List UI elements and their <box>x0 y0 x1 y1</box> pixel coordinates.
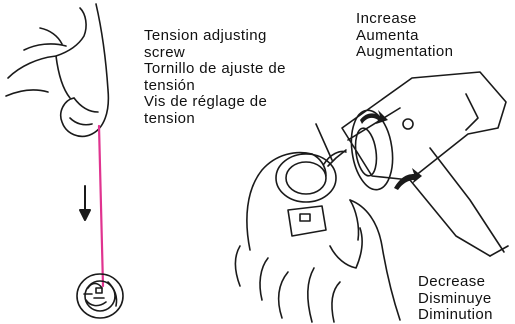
leader-line <box>316 124 332 160</box>
decrease-label-line-2: Disminuye <box>418 291 493 308</box>
tension-label-line-2: screw <box>144 45 286 62</box>
hanging-bobbin-case-illustration <box>77 274 123 318</box>
tension-label-line-4: tensión <box>144 78 286 95</box>
increase-label: Increase Aumenta Augmentation <box>356 11 453 61</box>
increase-label-line-3: Augmentation <box>356 44 453 61</box>
hand-holding-thread-illustration <box>6 4 108 136</box>
thread-line <box>99 126 103 286</box>
tension-label-line-1: Tension adjusting <box>144 28 286 45</box>
tension-label-line-6: tension <box>144 111 286 128</box>
increase-label-line-1: Increase <box>356 11 453 28</box>
tension-screw-label: Tension adjusting screw Tornillo de ajus… <box>144 28 286 127</box>
down-arrow-icon <box>80 186 90 220</box>
tension-label-line-5: Vis de réglage de <box>144 94 286 111</box>
increase-label-line-2: Aumenta <box>356 28 453 45</box>
decrease-label: Decrease Disminuye Diminution <box>418 274 493 324</box>
decrease-label-line-1: Decrease <box>418 274 493 291</box>
tension-label-line-3: Tornillo de ajuste de <box>144 61 286 78</box>
decrease-label-line-3: Diminution <box>418 307 493 324</box>
